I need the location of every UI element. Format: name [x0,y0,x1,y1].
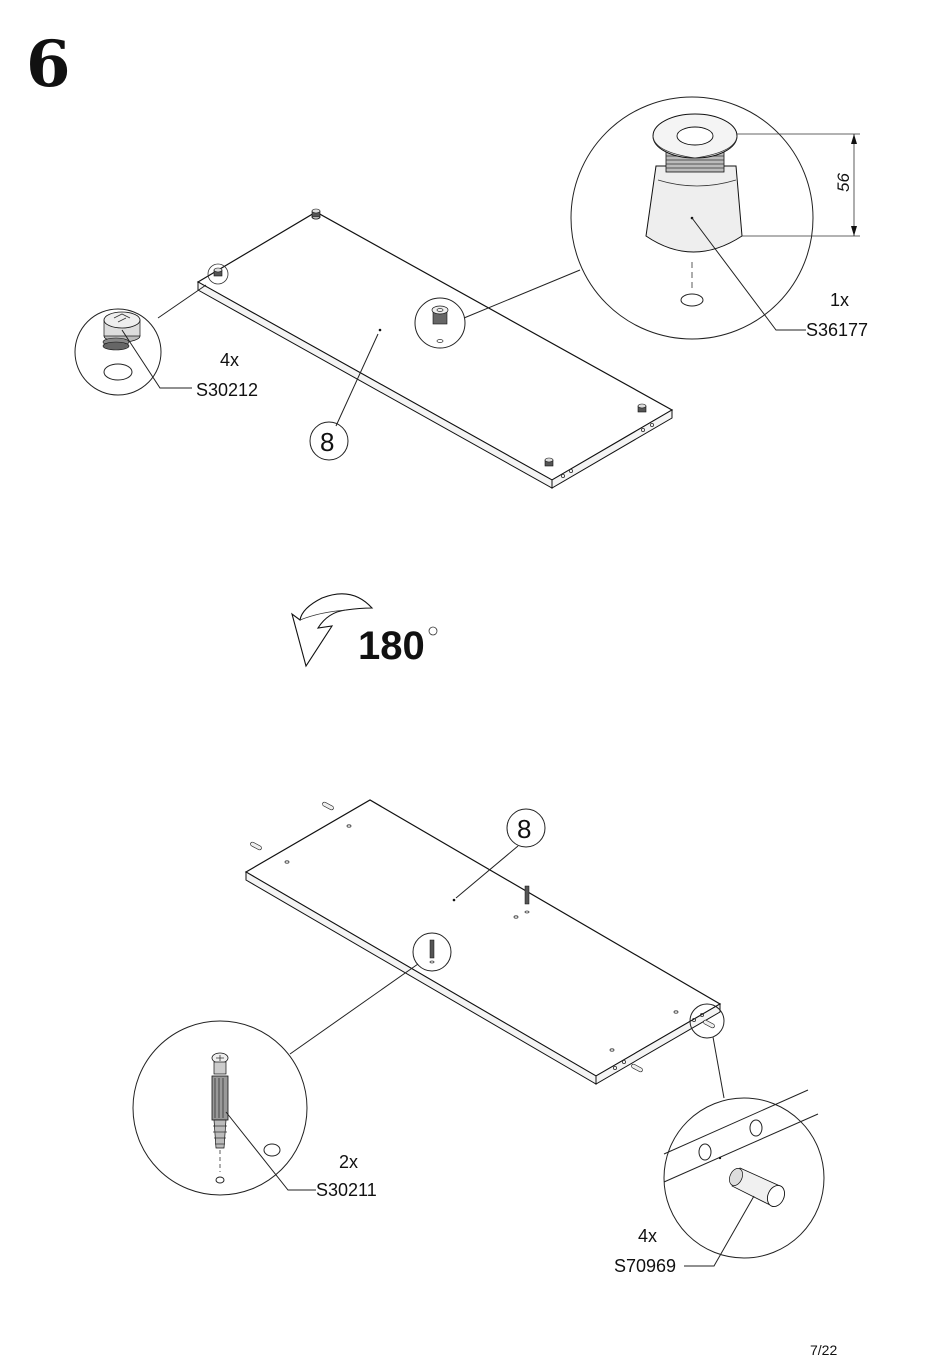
step-number: 6 [26,27,71,102]
callout-quantity-cam-bolt: 2x [339,1152,358,1172]
adjustable-foot-icon [646,114,742,252]
callout-part-dowel: S70969 [614,1256,676,1276]
callout-quantity-dowel: 4x [638,1226,657,1246]
cam-bolt-zoom [133,1021,316,1195]
panel-8-top [198,212,672,488]
wooden-dowel-icon [727,1166,788,1209]
cam-bolt-icon [212,1053,228,1148]
cam-lock-fitting-icon [103,312,140,350]
panel-8-bottom [246,800,720,1084]
degree-symbol [429,627,437,635]
bottom-view: 8 2x S30211 [133,800,824,1276]
foot-height-dimension: 56 [834,173,853,192]
callout-part-cam-lock: S30212 [196,380,258,400]
adjustable-foot-zoom [571,97,860,339]
cam-lock-zoom [75,309,192,395]
panel-label-top: 8 [320,427,334,457]
callout-part-cam-bolt: S30211 [316,1180,377,1200]
callout-quantity-foot: 1x [830,290,849,310]
panel-label-bottom: 8 [517,814,531,844]
page-number: 7/22 [810,1342,837,1358]
callout-part-foot: S36177 [806,320,868,340]
rotation-value: 180 [358,624,425,668]
dowel-zoom [664,1090,824,1266]
top-view: 8 4x S30212 [75,97,868,488]
rotate-180-instruction: 180 [292,594,437,668]
callout-quantity-cam-lock: 4x [220,350,239,370]
